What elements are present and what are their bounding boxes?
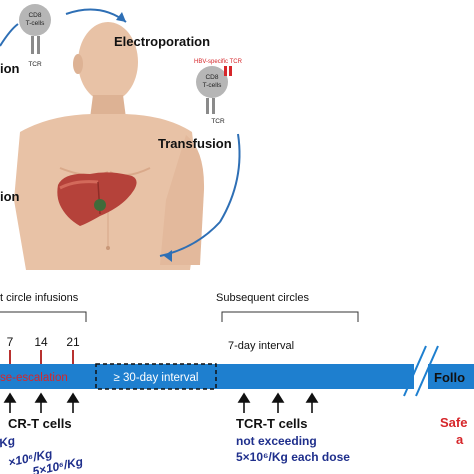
each-dose-label: 5×10⁶/Kg each dose xyxy=(236,450,350,464)
step-electroporation: Electroporation xyxy=(114,34,210,49)
dose-escalation-label: se-escalation xyxy=(0,372,68,384)
subsequent-bracket xyxy=(221,311,359,322)
thirty-day-interval-label: ≥ 30-day interval xyxy=(114,372,199,384)
follow-up-label: Follo xyxy=(434,370,465,385)
subsequent-circles-label: Subsequent circles xyxy=(216,292,309,304)
first-circle-label: t circle infusions xyxy=(0,292,79,304)
infusion-arrows-subsequent xyxy=(237,392,319,413)
day-21: 21 xyxy=(66,335,80,349)
tcr-right-label: TCR xyxy=(211,118,225,125)
cell-top-label-1: CD8 xyxy=(28,12,41,19)
timeline-bar xyxy=(0,364,474,389)
cd8-t-cell-top: CD8 T-cells TCR xyxy=(19,4,51,68)
cell-right-label-1: CD8 xyxy=(205,74,218,81)
first-circle-bracket xyxy=(0,311,87,322)
day-ticks xyxy=(9,350,74,364)
dose-kg-label: Kg xyxy=(0,433,17,450)
safety-label: Safe xyxy=(440,415,467,430)
tcr-cells-right-label: TCR-T cells xyxy=(236,416,308,431)
safety-label-line2: a xyxy=(456,432,464,447)
day-14: 14 xyxy=(34,335,48,349)
step-transfusion: Transfusion xyxy=(158,136,232,151)
day-7: 7 xyxy=(7,335,14,349)
arrowheads xyxy=(116,12,172,262)
tcr-top-label: TCR xyxy=(28,61,42,68)
timeline-break xyxy=(403,345,439,397)
infusion-arrows-first xyxy=(3,392,80,413)
thirty-day-interval-box xyxy=(95,363,217,390)
not-exceeding-label: not exceeding xyxy=(236,434,317,448)
cd8-t-cell-right: HBV-specific TCR CD8 T-cells TCR xyxy=(194,59,243,125)
tcr-cells-left-label: CR-T cells xyxy=(8,416,72,431)
step-left-upper: ion xyxy=(0,61,20,76)
step-left-lower: ion xyxy=(0,189,20,204)
liver-icon xyxy=(57,172,137,226)
seven-day-interval-label: 7-day interval xyxy=(228,340,294,352)
cell-right-label-2: T-cells xyxy=(203,82,223,89)
hbv-tcr-label: HBV-specific TCR xyxy=(194,59,243,65)
cell-top-label-2: T-cells xyxy=(26,20,46,27)
